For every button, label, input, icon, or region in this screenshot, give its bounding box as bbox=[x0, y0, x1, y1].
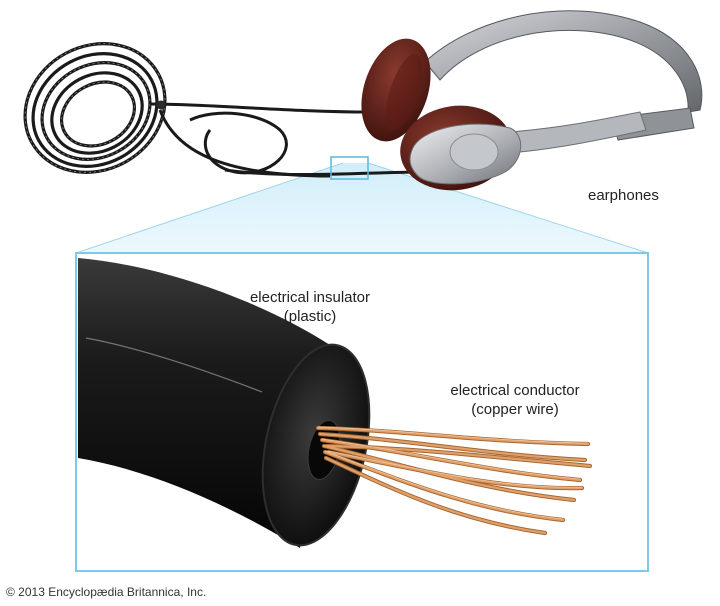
copper-wire bbox=[315, 425, 593, 536]
insulator-label-line1: electrical insulator bbox=[249, 289, 371, 306]
callout-edge-left bbox=[75, 162, 344, 254]
conductor-label-line1: electrical conductor bbox=[450, 382, 580, 399]
callout-wedge bbox=[76, 163, 648, 253]
ear-pad-left-rim bbox=[385, 53, 423, 131]
earphones-label: earphones bbox=[588, 186, 659, 205]
insulator-label: electrical insulator (plastic) bbox=[222, 288, 398, 326]
zoom-marker bbox=[330, 156, 369, 180]
cord-splitter bbox=[156, 100, 166, 110]
headband bbox=[424, 10, 703, 113]
earcup-cap bbox=[449, 133, 499, 171]
headphones bbox=[361, 10, 703, 191]
conductor-label: electrical conductor (copper wire) bbox=[432, 381, 598, 419]
insulator-label-line2: (plastic) bbox=[283, 308, 337, 325]
cord-highlights bbox=[24, 43, 166, 173]
cable-sheen bbox=[85, 337, 263, 393]
earphones-label-text: earphones bbox=[588, 187, 659, 204]
conductor-label-line2: (copper wire) bbox=[471, 401, 559, 418]
headband-arm bbox=[509, 111, 647, 153]
copyright-credit: © 2013 Encyclopædia Britannica, Inc. bbox=[6, 585, 207, 599]
